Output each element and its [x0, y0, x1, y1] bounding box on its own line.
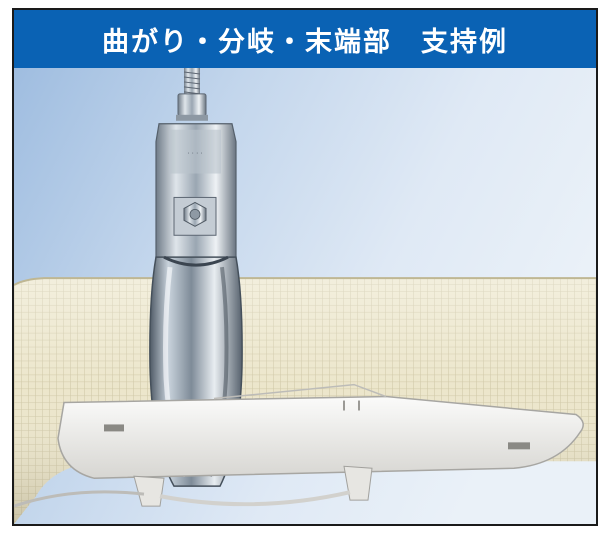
title-bar: 曲がり・分岐・末端部 支持例 [14, 10, 596, 68]
pipe-support-illustration: · · · · [14, 68, 596, 524]
page-title: 曲がり・分岐・末端部 支持例 [102, 26, 508, 58]
svg-text:· · · ·: · · · · [187, 150, 203, 158]
figure-frame: 曲がり・分岐・末端部 支持例 [12, 8, 598, 526]
pipe-support-photo: · · · · [14, 68, 596, 524]
